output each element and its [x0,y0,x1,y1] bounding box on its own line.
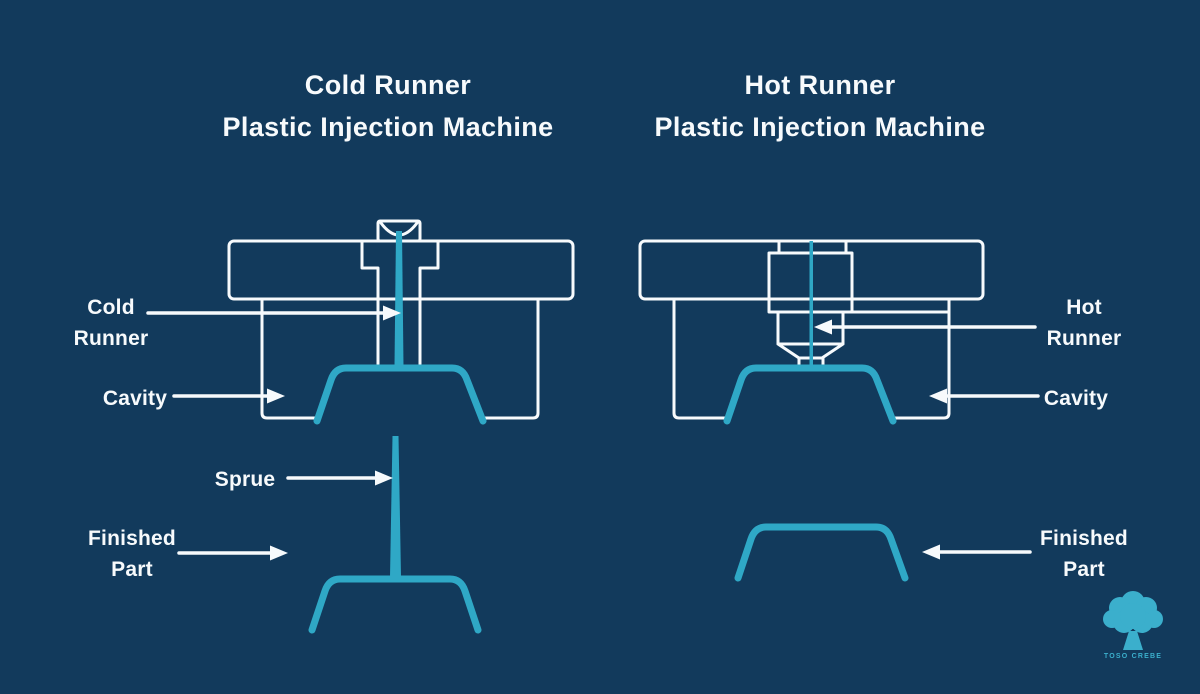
finished-left-line2: Part [111,558,153,581]
hot-runner-label: Hot Runner [1024,292,1144,354]
finished-right-line2: Part [1063,558,1105,581]
finished-left-line1: Finished [88,527,176,550]
cold-runner-label: Cold Runner [51,292,171,354]
hot-melt-channel [809,241,813,368]
pointer-arrows [146,305,1040,561]
finished-left-arrowhead [270,545,288,561]
mold-block-right-side [482,297,540,420]
cavity-right-arrowhead [929,388,947,404]
finished-part-right-label: Finished Part [1024,523,1144,585]
cavity-left-label: Cavity [75,383,195,414]
cold-runner-label-line1: Cold [87,296,135,319]
finished-part-left-shape [308,575,482,634]
hot-runner-machine [638,239,985,425]
ejected-part-cold [308,436,482,634]
hot-runner-title: Hot Runner Plastic Injection Machine [590,64,1050,148]
hot-runner-label-line2: Runner [1046,327,1122,350]
cavity-molded-part-right [723,364,897,425]
cavity-right-label-text: Cavity [1043,387,1109,410]
cold-runner-title-line1: Cold Runner [304,70,472,100]
sprue-label: Sprue [185,464,305,495]
mold-block-left-side-r [672,297,729,420]
finished-right-arrowhead [922,544,940,560]
logo-text: TOSO CREBE [1103,653,1163,660]
cavity-molded-part-left [313,364,487,425]
finished-part-left-label: Finished Part [72,523,192,585]
mold-block-left-side [260,297,318,420]
cold-runner-label-line2: Runner [73,327,149,350]
cold-runner-arrowhead [383,305,401,321]
finished-part-right-shape [734,523,909,582]
hot-runner-title-line1: Hot Runner [744,70,896,100]
cavity-left-label-text: Cavity [102,387,168,410]
cold-runner-machine [227,219,575,425]
sprue-label-text: Sprue [214,468,276,491]
sprue-bushing [360,240,440,366]
detached-sprue [390,436,401,577]
finished-right-line1: Finished [1040,527,1128,550]
sprue-arrowhead [375,470,393,486]
cavity-right-label: Cavity [1016,383,1136,414]
tree-trunk [1123,631,1143,650]
cold-runner-title-line2: Plastic Injection Machine [222,112,554,142]
molten-sprue-channel [394,231,404,366]
tree-icon [1103,591,1163,650]
hot-runner-label-line1: Hot [1066,296,1102,319]
cavity-left-arrowhead [267,388,285,404]
hot-runner-arrowhead [814,319,832,335]
hot-runner-title-line2: Plastic Injection Machine [654,112,986,142]
mold-block-right-side-r2 [891,297,951,420]
cold-runner-title: Cold Runner Plastic Injection Machine [158,64,618,148]
